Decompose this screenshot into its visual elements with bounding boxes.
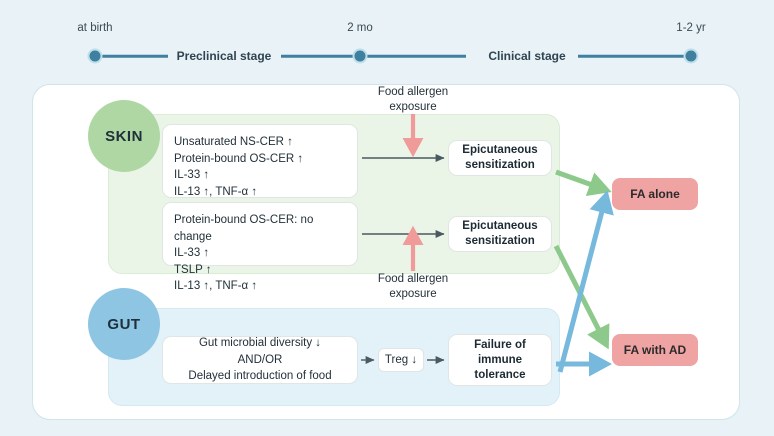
gut-organ-badge: GUT [88,288,160,360]
outcome-fa-alone: FA alone [612,178,698,210]
timeline-segment-4 [578,54,684,58]
treg-box: Treg ↓ [378,348,424,372]
timeline: at birth 2 mo 1-2 yr Preclinical stage C… [0,0,774,78]
outcome-fa-with-ad: FA with AD [612,334,698,366]
gut-risk-factors-box: Gut microbial diversity ↓ AND/OR Delayed… [162,336,358,384]
gut-organ-label: GUT [107,315,141,333]
skin-organ-badge: SKIN [88,100,160,172]
timeline-dot-1-2-yr [683,48,699,64]
timeline-stage-clinical: Clinical stage [488,49,566,63]
allergen-exposure-label-top: Food allergen exposure [377,86,449,113]
skin-biomarker-box-2: Protein-bound OS-CER: no change IL-33 ↑ … [162,202,358,292]
failure-of-immune-tolerance-box: Failure of immune tolerance [448,334,552,386]
timeline-segment-3 [367,54,466,58]
timeline-stage-preclinical: Preclinical stage [176,49,272,63]
epicutaneous-sensitization-box-2: Epicutaneous sensitization [448,216,552,252]
epicutaneous-sensitization-box-1: Epicutaneous sensitization [448,140,552,176]
timeline-segment-2 [281,54,353,58]
allergen-exposure-label-bottom: Food allergen exposure [377,273,449,300]
timeline-label-2-mo: 2 mo [347,22,373,34]
timeline-label-1-2-yr: 1-2 yr [676,22,706,34]
timeline-segment-1 [102,54,168,58]
timeline-dot-2-mo [352,48,368,64]
skin-organ-label: SKIN [105,127,143,145]
timeline-dot-at-birth [87,48,103,64]
skin-biomarker-box-1: Unsaturated NS-CER ↑ Protein-bound OS-CE… [162,124,358,198]
timeline-label-at-birth: at birth [77,22,113,34]
